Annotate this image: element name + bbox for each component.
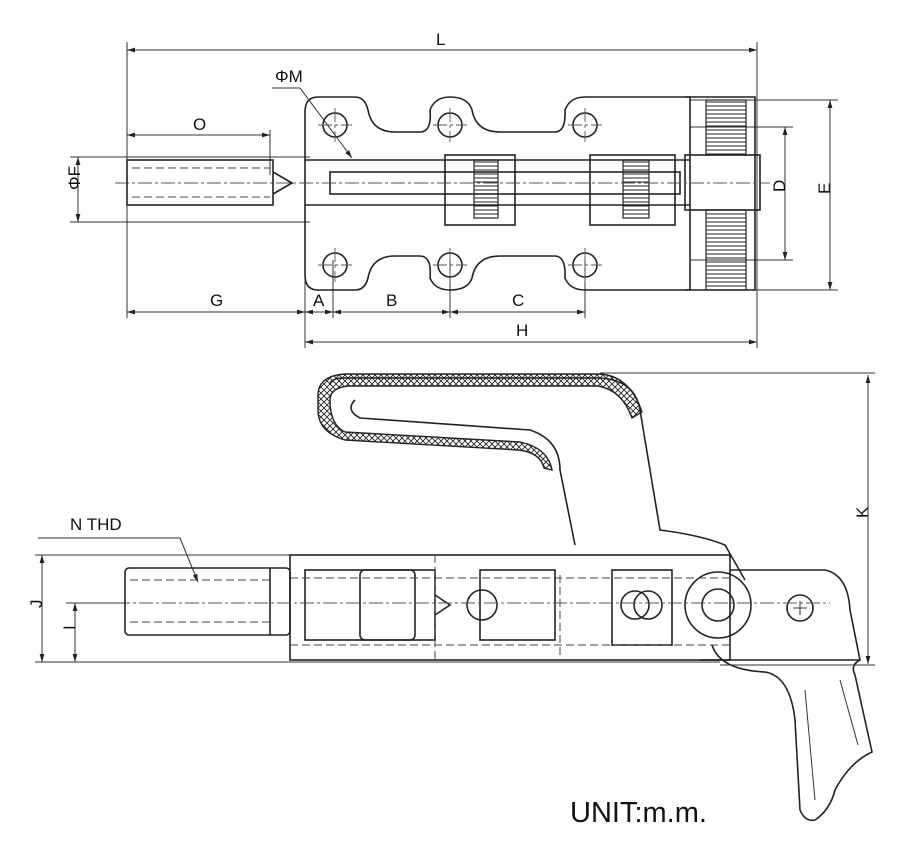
dimension-lines — [75, 47, 833, 345]
hidden-lines — [290, 555, 730, 660]
dim-label-K: K — [853, 506, 872, 518]
dim-label-H: H — [516, 321, 528, 340]
dim-label-G: G — [210, 291, 223, 310]
dim-label-B: B — [386, 291, 397, 310]
dim-label-M: ΦM — [275, 67, 303, 86]
side-view: N THD J I K — [27, 372, 875, 822]
unit-note: UNIT:m.m. — [570, 797, 707, 829]
pivot-pin-3 — [633, 590, 663, 620]
dim-label-L: L — [436, 30, 445, 49]
dim-label-F: ΦF — [65, 166, 84, 190]
pivot-pin-1 — [466, 589, 498, 621]
dim-label-O: O — [193, 115, 206, 134]
dim-label-J: J — [27, 600, 46, 609]
dim-label-A: A — [313, 291, 325, 310]
handle-frame — [685, 96, 756, 291]
handle-hub — [684, 154, 761, 211]
dim-label-I: I — [60, 625, 79, 630]
handle-pivot-outer — [684, 571, 752, 639]
plunger-pin — [126, 159, 274, 206]
side-dimension-lines — [35, 372, 875, 666]
top-view: L ΦM O ΦF D E G A B C H — [65, 30, 838, 348]
link-pin-1 — [473, 159, 499, 219]
slider-block-2 — [589, 154, 676, 226]
handle-roller-top — [705, 99, 747, 156]
link-pin-2 — [622, 159, 650, 219]
mount-hole — [786, 594, 814, 622]
dim-label-E: E — [815, 183, 834, 194]
pin-shoulder — [269, 568, 452, 635]
handle-arm — [329, 377, 746, 581]
extension-lines — [70, 42, 838, 348]
dim-label-C: C — [512, 291, 524, 310]
pin-thread — [132, 167, 270, 198]
pivot-pin-2 — [620, 590, 650, 620]
body-tail — [700, 569, 861, 661]
base-plate — [304, 96, 691, 291]
plunger-pin-side — [124, 567, 291, 636]
dim-label-D: D — [770, 180, 789, 192]
link-block — [479, 569, 556, 641]
pin-tip — [272, 171, 294, 195]
slider-block-1 — [444, 154, 516, 226]
hook-edges — [804, 679, 859, 801]
pin-thread-side — [130, 579, 270, 623]
handle-pivot-inner — [701, 588, 735, 622]
handle-roller-bottom — [705, 209, 747, 291]
lower-hook — [711, 644, 873, 822]
thread-label-N: N THD — [70, 515, 122, 534]
mounting-holes — [318, 108, 602, 282]
slider-window — [359, 569, 416, 641]
handle-grip — [317, 373, 643, 471]
